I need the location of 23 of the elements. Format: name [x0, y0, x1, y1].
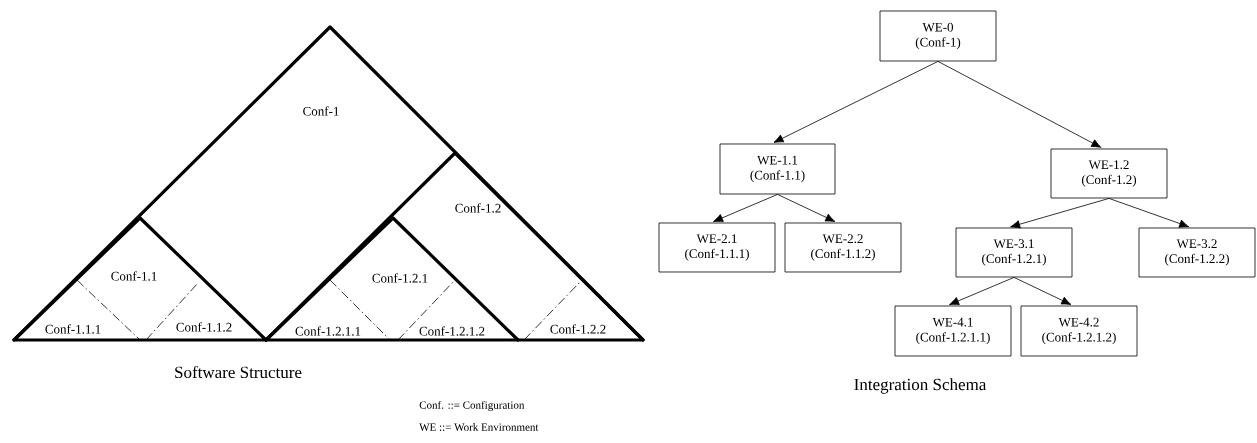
environment-box: WE-1.2 (Conf-1.2) [1050, 148, 1168, 199]
environment-box: WE-3.2 (Conf-1.2.2) [1138, 227, 1256, 278]
definition-note: Conf. ::= Configuration [419, 400, 525, 412]
arrow [937, 61, 1102, 148]
environment-box: WE-4.2 (Conf-1.2.1.2) [1020, 305, 1138, 357]
arrow [777, 194, 836, 222]
arrow [949, 277, 1015, 305]
triangle-region: Conf-1.2.2 [523, 279, 606, 341]
caption: Software Structure [175, 365, 302, 379]
environment-box: WE-2.2 (Conf-1.1.2) [784, 222, 902, 273]
environment-box: WE-0 (Conf-1) [879, 10, 997, 62]
caption: Integration Schema [854, 378, 987, 394]
arrow [1108, 198, 1190, 228]
triangle-region: Conf-1.1.2 [145, 282, 232, 341]
definition-note: WE ::= Work Environment [419, 423, 539, 431]
environment-box: WE-4.1 (Conf-1.2.1.1) [894, 305, 1012, 357]
environment-box: WE-1.1 (Conf-1.1) [719, 143, 836, 195]
environment-box: WE-2.1 (Conf-1.1.1) [658, 222, 776, 273]
arrow [1010, 198, 1110, 229]
arrow [1013, 277, 1072, 305]
environment-box: WE-3.1 (Conf-1.2.1) [955, 227, 1073, 278]
arrow [713, 194, 778, 222]
arrow [773, 61, 939, 143]
